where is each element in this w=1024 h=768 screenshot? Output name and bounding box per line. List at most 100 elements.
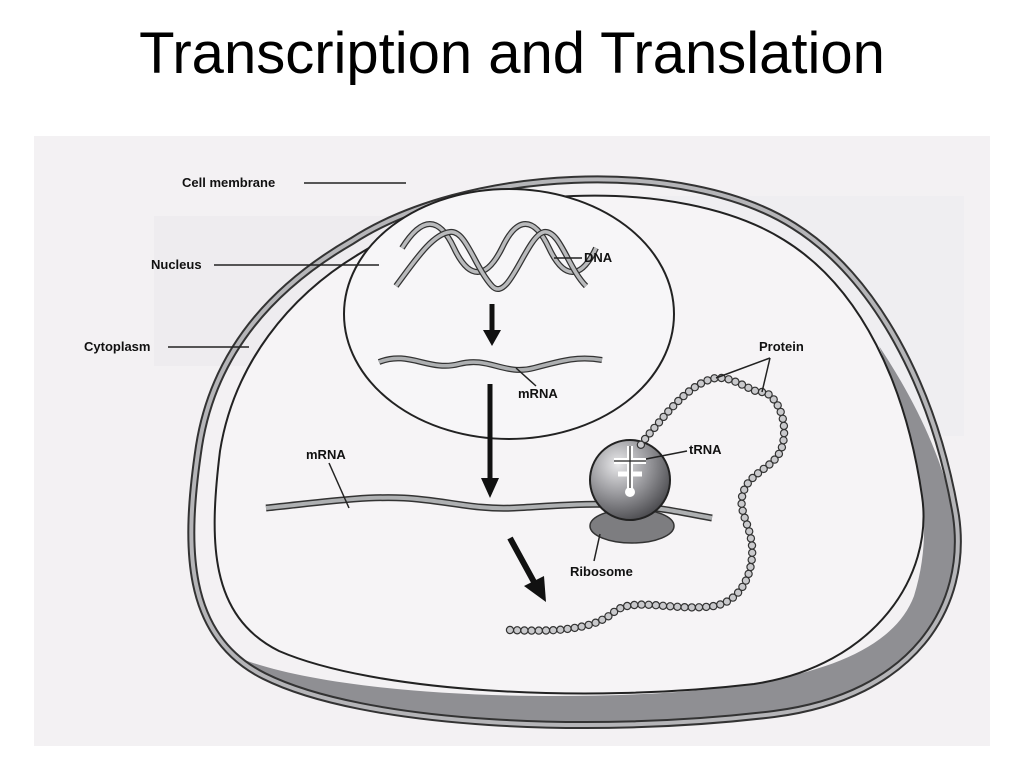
protein-bead <box>694 603 704 612</box>
protein-bead <box>702 602 711 612</box>
protein-bead <box>748 473 757 483</box>
protein-bead <box>774 449 784 459</box>
label-dna: DNA <box>584 250 613 265</box>
protein-bead <box>769 395 778 404</box>
protein-bead <box>505 625 515 635</box>
protein-bead <box>659 412 668 422</box>
protein-bead <box>746 534 756 543</box>
protein-bead <box>737 499 746 508</box>
protein-bead <box>513 626 522 635</box>
cell-membrane-shadow <box>234 346 960 724</box>
protein-bead <box>770 455 779 464</box>
protein-bead <box>666 602 675 611</box>
protein-bead <box>640 434 650 444</box>
protein-bead <box>636 440 646 449</box>
arrow-transcription <box>483 304 501 346</box>
protein-bead <box>746 562 755 572</box>
protein-chain <box>505 373 789 635</box>
protein-bead <box>724 375 733 384</box>
protein-bead <box>658 601 668 610</box>
protein-bead <box>745 527 754 536</box>
protein-bead <box>777 443 787 452</box>
label-cytoplasm: Cytoplasm <box>84 339 150 354</box>
leader-ribosome <box>593 533 601 562</box>
protein-bead <box>747 541 757 550</box>
label-cell-membrane: Cell membrane <box>182 175 275 190</box>
protein-bead <box>742 520 752 529</box>
protein-bead <box>563 624 572 634</box>
protein-bead <box>740 513 749 522</box>
nucleus <box>343 188 675 440</box>
protein-bead <box>520 626 529 635</box>
protein-bead <box>748 548 757 557</box>
dna-helix <box>393 221 599 292</box>
mrna-nucleus-strand <box>377 355 603 373</box>
protein-bead <box>737 492 747 501</box>
protein-bead <box>674 396 683 406</box>
protein-bead <box>779 428 789 438</box>
trna <box>614 446 646 497</box>
protein-bead <box>650 423 659 433</box>
label-ribosome: Ribosome <box>570 564 633 579</box>
label-trna: tRNA <box>689 442 722 457</box>
protein-bead <box>744 383 753 392</box>
protein-bead <box>778 414 788 423</box>
protein-bead <box>664 407 673 416</box>
protein-bead <box>773 401 782 410</box>
arrow-translation <box>507 536 546 602</box>
protein-bead <box>637 600 646 609</box>
protein-bead <box>598 615 607 624</box>
protein-bead <box>733 588 743 597</box>
label-mrna-cytoplasm: mRNA <box>306 447 346 462</box>
leader-mrna-nucleus <box>515 367 537 387</box>
protein-bead <box>570 623 579 633</box>
protein-bead <box>744 569 753 579</box>
protein-bead <box>669 402 678 411</box>
arrow-export <box>481 384 499 498</box>
protein-bead <box>584 620 593 630</box>
protein-bead <box>703 376 712 385</box>
protein-bead <box>722 597 732 606</box>
protein-bead <box>759 464 768 474</box>
protein-bead <box>750 386 760 395</box>
protein-bead <box>779 421 789 431</box>
protein-bead <box>680 603 689 612</box>
protein-bead <box>651 601 661 610</box>
protein-bead <box>679 391 688 401</box>
protein-bead <box>731 377 740 386</box>
protein-bead <box>654 418 664 427</box>
protein-bead <box>740 485 749 494</box>
protein-bead <box>534 626 543 635</box>
leader-mrna-cytoplasm <box>328 462 350 509</box>
label-protein: Protein <box>759 339 804 354</box>
protein-bead <box>743 479 753 488</box>
protein-bead <box>549 626 558 635</box>
protein-bead <box>623 601 632 611</box>
protein-bead <box>747 555 756 565</box>
protein-bead <box>728 593 738 602</box>
protein-bead <box>690 382 700 392</box>
protein-bead <box>644 600 653 609</box>
protein-bead <box>616 604 625 613</box>
protein-bead <box>738 506 747 515</box>
protein-bead <box>709 601 718 611</box>
protein-bead <box>604 612 613 621</box>
leader-trna <box>645 450 688 460</box>
protein-bead <box>684 387 694 396</box>
protein-bead <box>609 607 619 617</box>
protein-bead <box>779 436 788 445</box>
protein-bead <box>645 429 654 438</box>
protein-bead <box>541 626 551 635</box>
label-nucleus: Nucleus <box>151 257 202 272</box>
protein-bead <box>687 603 697 612</box>
label-mrna-nucleus: mRNA <box>518 386 558 401</box>
protein-bead <box>630 600 639 610</box>
protein-bead <box>556 625 565 634</box>
protein-bead <box>673 602 682 611</box>
protein-bead <box>696 379 706 388</box>
protein-bead <box>577 622 586 631</box>
protein-bead <box>765 460 774 469</box>
leader-protein <box>715 357 771 393</box>
slide-title: Transcription and Translation <box>139 21 885 86</box>
protein-bead <box>527 626 536 635</box>
